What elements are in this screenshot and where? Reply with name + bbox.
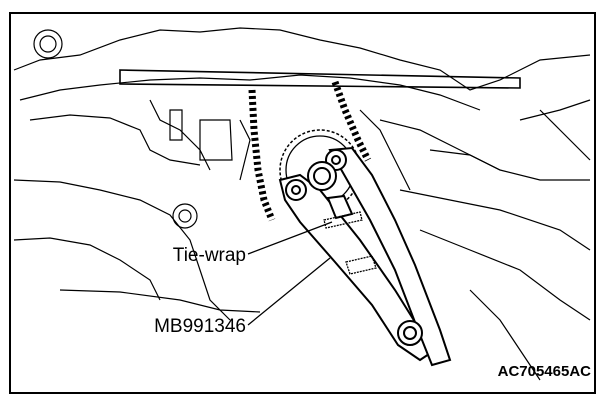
tie-wrap bbox=[323, 211, 377, 275]
tool-label: MB991346 bbox=[154, 316, 246, 337]
tool-leader bbox=[247, 257, 331, 326]
tie-wrap-label: Tie-wrap bbox=[173, 245, 246, 266]
engine-block bbox=[13, 27, 591, 381]
figure-id: AC705465AC bbox=[498, 363, 592, 380]
leader-lines bbox=[247, 221, 333, 326]
timing-chain bbox=[248, 80, 372, 222]
tie-wrap-leader bbox=[247, 221, 333, 255]
mb991346-tool bbox=[278, 146, 452, 367]
